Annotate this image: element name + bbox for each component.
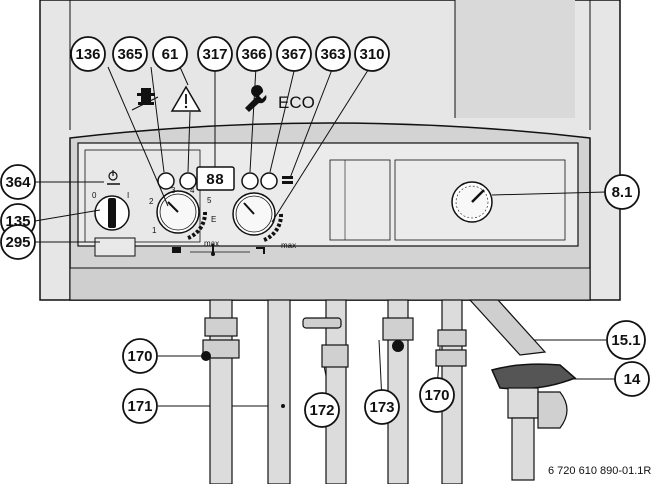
callout-15.1: 15.1 (606, 320, 646, 360)
chimney-sweep-button[interactable] (157, 172, 175, 190)
radiator-icon (172, 247, 181, 253)
service-button[interactable] (241, 172, 259, 190)
callout-367: 367 (276, 36, 312, 72)
callout-label: 173 (369, 399, 394, 416)
valve-172 (302, 317, 349, 368)
thermometer-icon (211, 244, 215, 256)
callout-label: 170 (424, 387, 449, 404)
callout-label: 367 (281, 46, 306, 63)
eco-label: ECO (278, 93, 315, 112)
callout-173: 173 (364, 389, 400, 425)
callout-170: 170 (122, 338, 158, 374)
callout-label: 365 (117, 46, 142, 63)
scale-5: 5 (207, 196, 212, 205)
chimney-sweep-icon (131, 88, 159, 111)
callout-label: 310 (359, 46, 384, 63)
callout-label: 136 (75, 46, 100, 63)
callout-label: 15.1 (611, 332, 640, 349)
main-switch[interactable]: 0 I (92, 191, 130, 231)
scale-e: E (211, 215, 216, 224)
hot-water-temperature-knob[interactable]: max (232, 192, 296, 250)
switch-label-1: I (127, 191, 129, 200)
callout-295: 295 (0, 224, 36, 260)
reset-button[interactable] (179, 172, 197, 190)
callout-317: 317 (197, 36, 233, 72)
callout-170: 170 (419, 377, 455, 413)
tap-icon (256, 247, 265, 254)
warning-triangle-icon (170, 85, 202, 112)
callout-label: 170 (127, 348, 152, 365)
switch-label-0: 0 (92, 191, 97, 200)
burner-icon (282, 176, 293, 184)
callout-label: 172 (309, 402, 334, 419)
heating-scale: 1 2 3 4 5 E max (149, 186, 219, 248)
pressure-gauge (451, 181, 493, 223)
control-panel (69, 122, 591, 301)
eco-button[interactable] (260, 172, 278, 190)
callout-61: 61 (152, 36, 188, 72)
callout-365: 365 (112, 36, 148, 72)
valve-170-right (435, 329, 467, 367)
heating-temperature-knob[interactable] (156, 190, 207, 240)
callout-366: 366 (236, 36, 272, 72)
callout-label: 366 (241, 46, 266, 63)
callout-label: 171 (127, 398, 152, 415)
callout-172: 172 (304, 392, 340, 428)
callout-label: 61 (162, 46, 179, 63)
scale-3: 3 (171, 186, 176, 195)
drain-hose (468, 299, 547, 356)
valve-173 (382, 317, 414, 352)
callout-label: 317 (202, 46, 227, 63)
scale-2: 2 (149, 197, 154, 206)
valve-170-left (201, 317, 240, 361)
scale-max-right: max (281, 241, 296, 250)
callout-364: 364 (0, 164, 36, 200)
callout-171: 171 (122, 388, 158, 424)
callout-363: 363 (315, 36, 351, 72)
callout-8.1: 8.1 (604, 174, 640, 210)
callout-label: 295 (5, 234, 30, 251)
drain-funnel (490, 363, 577, 481)
callout-136: 136 (70, 36, 106, 72)
callout-label: 363 (320, 46, 345, 63)
leader-lines (34, 66, 615, 407)
callout-label: 14 (624, 371, 641, 388)
pipe-marker (281, 404, 285, 408)
display-digits: 88 (206, 172, 224, 189)
callout-310: 310 (354, 36, 390, 72)
callout-label: 8.1 (612, 184, 633, 201)
callout-label: 364 (5, 174, 31, 191)
scale-max-left: max (204, 239, 219, 248)
scale-4: 4 (190, 186, 195, 195)
figure-reference: 6 720 610 890-01.1R (548, 465, 651, 477)
display: 88 (196, 166, 235, 191)
wrench-icon (245, 85, 267, 112)
callout-group: 364 1 3 5 295 136 365 61 317 366 367 363 310 8.1 15.1 1… (0, 36, 650, 428)
scale-1: 1 (152, 226, 157, 235)
callout-14: 14 (614, 361, 650, 397)
power-icon (107, 170, 120, 185)
